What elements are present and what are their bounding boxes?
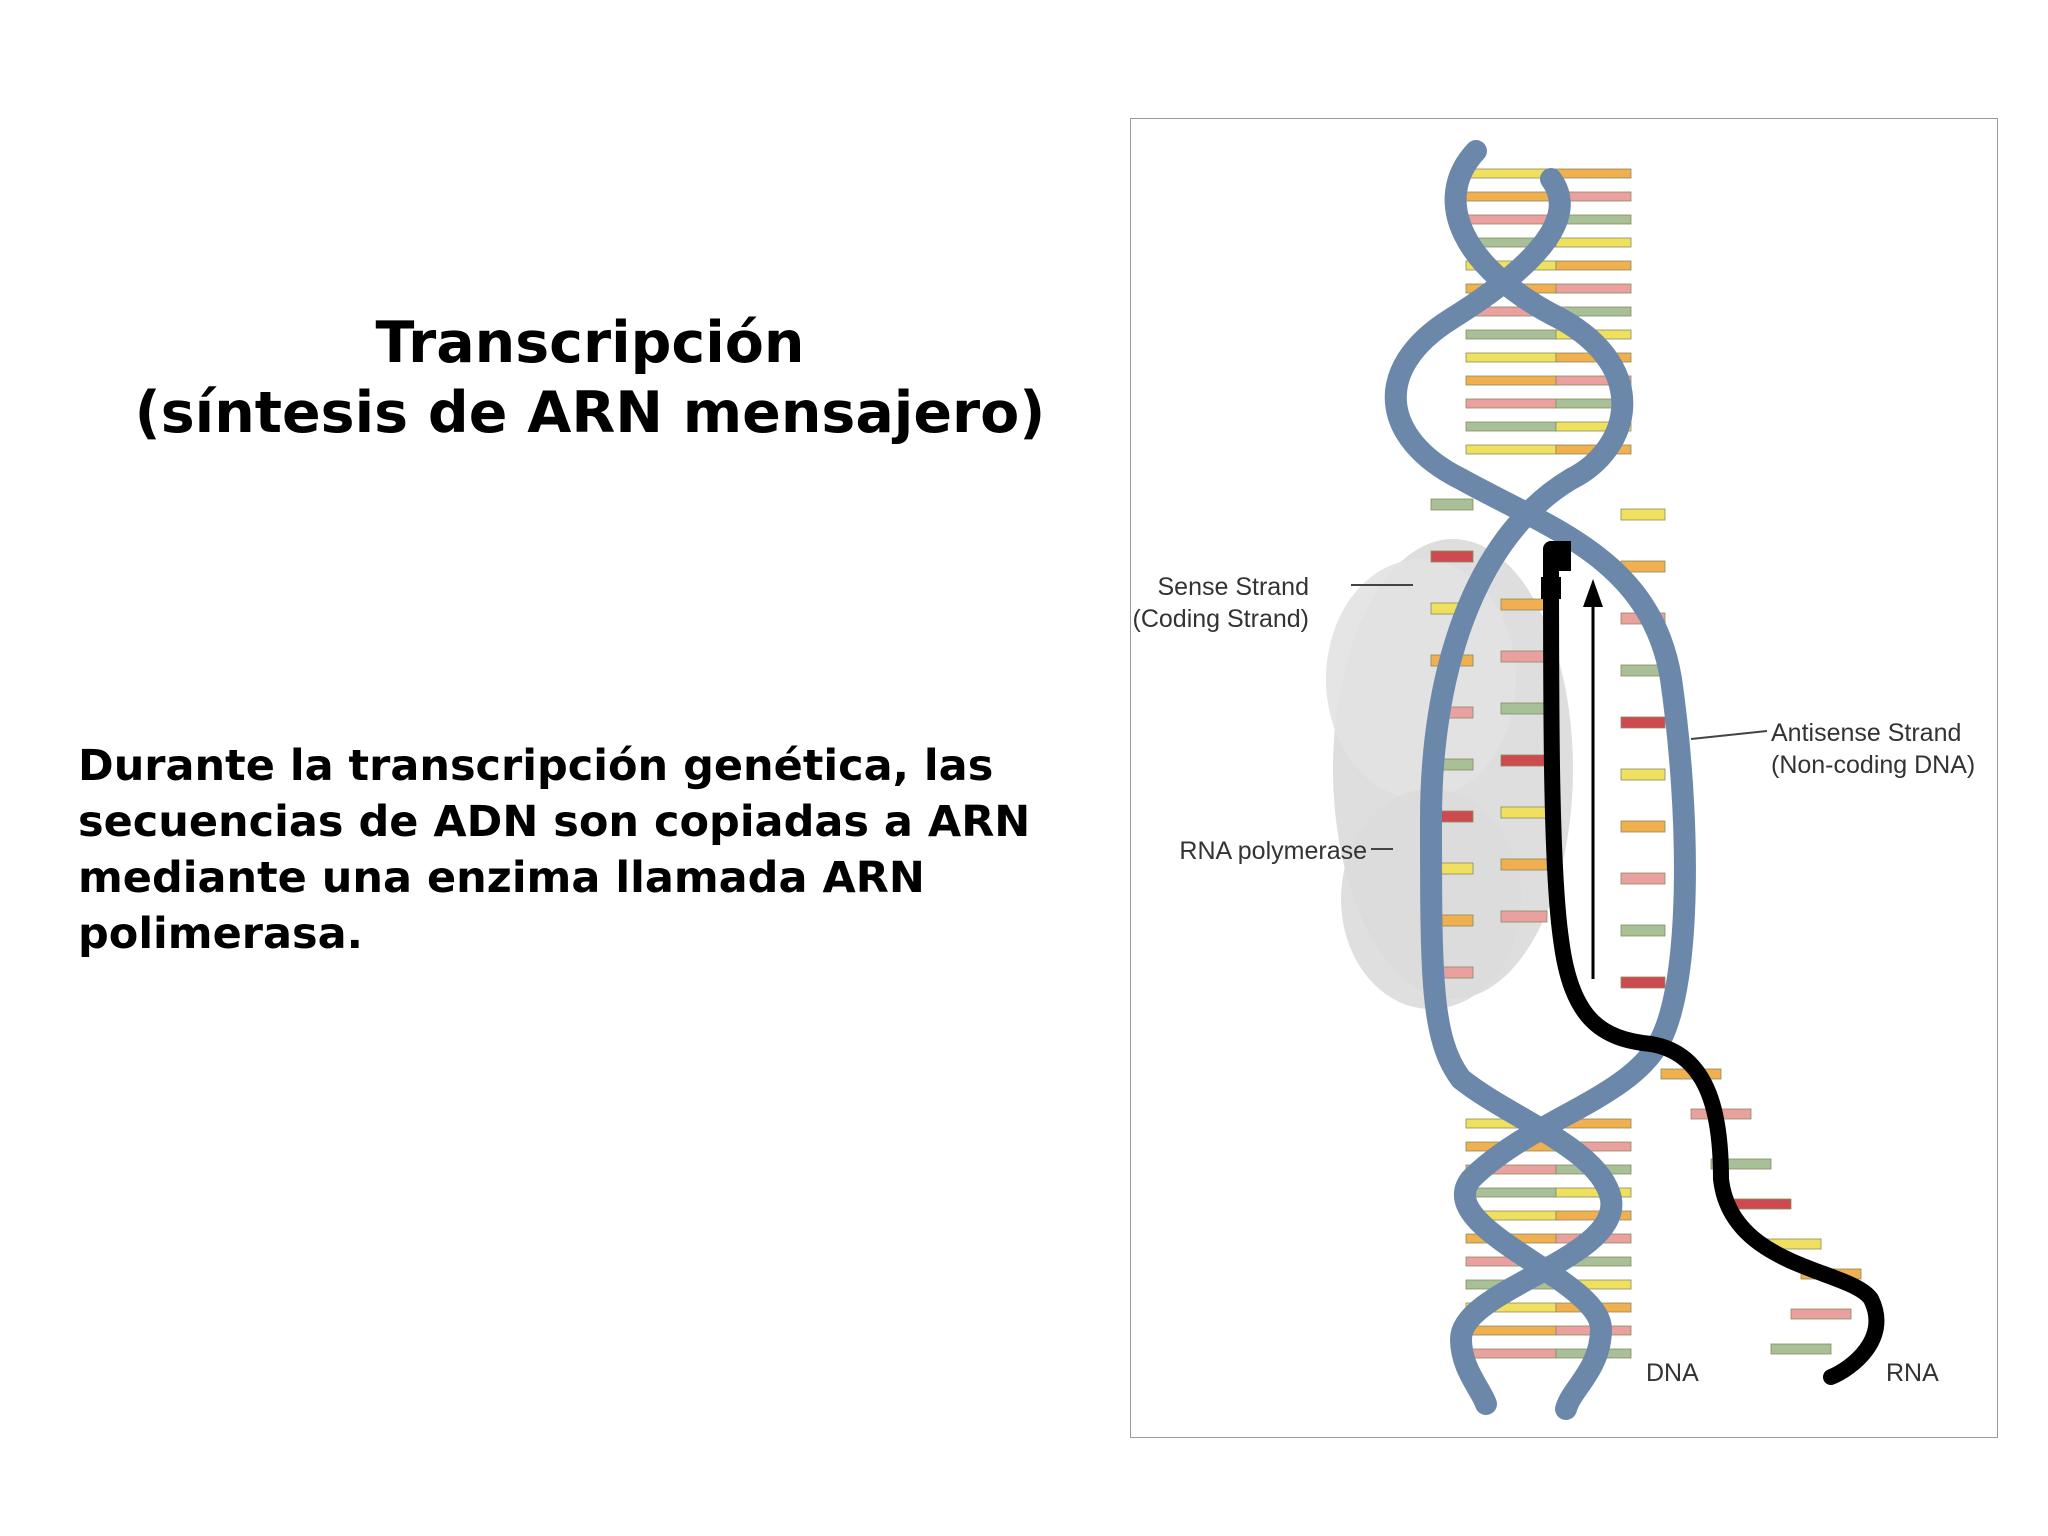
dna-backbone xyxy=(1385,140,1696,1420)
base xyxy=(1500,598,1548,611)
base-pair xyxy=(1465,352,1557,363)
base-pair xyxy=(1465,421,1557,432)
transcription-diagram: Sense Strand (Coding Strand) Antisense S… xyxy=(1130,118,1998,1438)
base xyxy=(1430,550,1474,563)
base-pair xyxy=(1465,444,1557,455)
base xyxy=(1620,768,1666,781)
base-pair xyxy=(1465,398,1557,409)
direction-arrow xyxy=(1583,579,1603,979)
rna-start-block-2 xyxy=(1541,577,1561,599)
slide-title: Transcripción (síntesis de ARN mensajero… xyxy=(60,308,1120,448)
antisense-strand-label: Antisense Strand xyxy=(1771,719,1961,747)
base xyxy=(1500,858,1548,871)
base-pair xyxy=(1555,237,1632,248)
coding-strand-label: (Coding Strand) xyxy=(1133,605,1309,633)
base xyxy=(1620,820,1666,833)
base xyxy=(1500,650,1548,663)
rna-start-block xyxy=(1549,541,1571,571)
rna-label: RNA xyxy=(1886,1359,1939,1387)
base-pair xyxy=(1465,1325,1557,1336)
base xyxy=(1430,498,1474,511)
base xyxy=(1620,716,1666,729)
rna-base xyxy=(1790,1308,1852,1320)
sense-strand-label: Sense Strand xyxy=(1158,573,1310,601)
base xyxy=(1500,754,1548,767)
non-coding-dna-label: (Non-coding DNA) xyxy=(1771,751,1975,779)
base-pair xyxy=(1465,191,1557,202)
base-pair xyxy=(1555,1187,1632,1198)
base xyxy=(1620,924,1666,937)
base-pair xyxy=(1465,375,1557,386)
base-pair xyxy=(1465,329,1557,340)
rna-base xyxy=(1730,1198,1792,1210)
base-pair xyxy=(1555,375,1632,386)
rna-base xyxy=(1710,1158,1772,1170)
base-pair xyxy=(1465,214,1557,225)
base-pair xyxy=(1555,260,1632,271)
rna-polymerase-label: RNA polymerase xyxy=(1179,837,1367,865)
base-pair xyxy=(1465,1348,1557,1359)
base xyxy=(1500,702,1548,715)
dna-strand-2 xyxy=(1385,168,1696,1420)
base xyxy=(1620,508,1666,521)
label-leaders xyxy=(1351,584,1768,850)
dna-transcription-illustration: Sense Strand (Coding Strand) Antisense S… xyxy=(1133,140,1975,1420)
base-pair xyxy=(1555,168,1632,179)
base-pair xyxy=(1555,421,1632,432)
rna-base xyxy=(1770,1343,1832,1355)
base xyxy=(1500,910,1548,923)
body-paragraph: Durante la transcripción genética, las s… xyxy=(78,741,1031,959)
rna-strand xyxy=(1543,541,1885,1385)
base-pair xyxy=(1555,283,1632,294)
title-line-2: (síntesis de ARN mensajero) xyxy=(134,380,1046,446)
dna-label: DNA xyxy=(1646,1359,1699,1387)
base xyxy=(1500,806,1548,819)
base xyxy=(1620,872,1666,885)
base xyxy=(1620,976,1666,989)
base-pair xyxy=(1465,1187,1557,1198)
title-line-1: Transcripción xyxy=(375,310,805,376)
base-pair xyxy=(1555,1210,1632,1221)
